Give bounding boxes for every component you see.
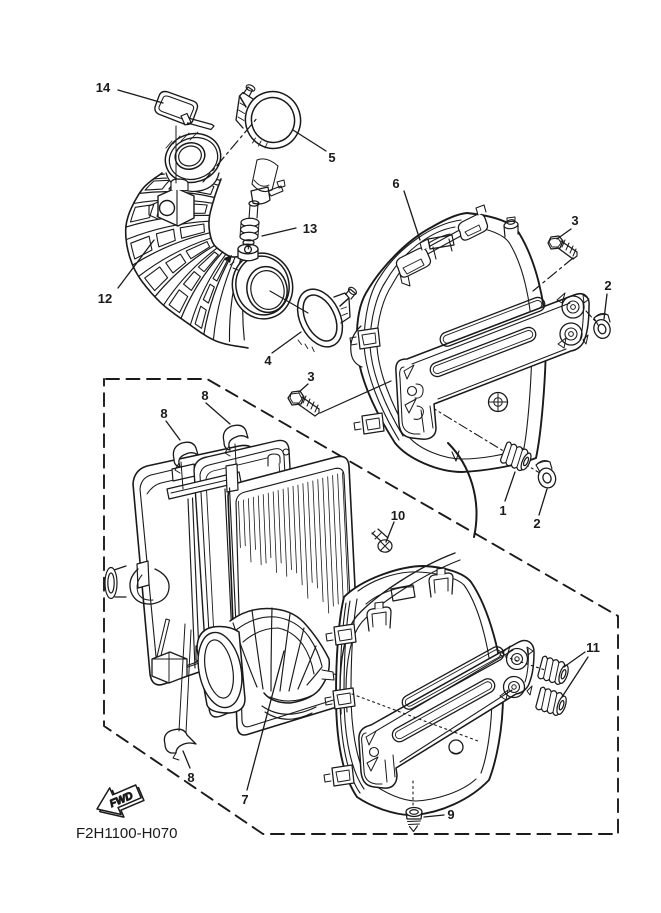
svg-text:12: 12 xyxy=(98,291,112,306)
svg-text:3: 3 xyxy=(307,369,314,384)
svg-text:9: 9 xyxy=(447,807,454,822)
svg-text:2: 2 xyxy=(533,516,540,531)
svg-text:1: 1 xyxy=(499,503,506,518)
svg-text:3: 3 xyxy=(571,213,578,228)
svg-text:8: 8 xyxy=(187,770,194,785)
svg-text:13: 13 xyxy=(303,221,317,236)
svg-text:8: 8 xyxy=(160,406,167,421)
svg-text:11: 11 xyxy=(586,640,600,655)
svg-text:10: 10 xyxy=(391,508,405,523)
svg-text:8: 8 xyxy=(201,388,208,403)
svg-text:2: 2 xyxy=(604,278,611,293)
svg-text:5: 5 xyxy=(328,150,335,165)
svg-text:7: 7 xyxy=(241,792,248,807)
svg-text:6: 6 xyxy=(392,176,399,191)
svg-text:4: 4 xyxy=(264,353,272,368)
svg-text:F2H1100-H070: F2H1100-H070 xyxy=(76,825,177,842)
svg-text:14: 14 xyxy=(96,80,111,95)
